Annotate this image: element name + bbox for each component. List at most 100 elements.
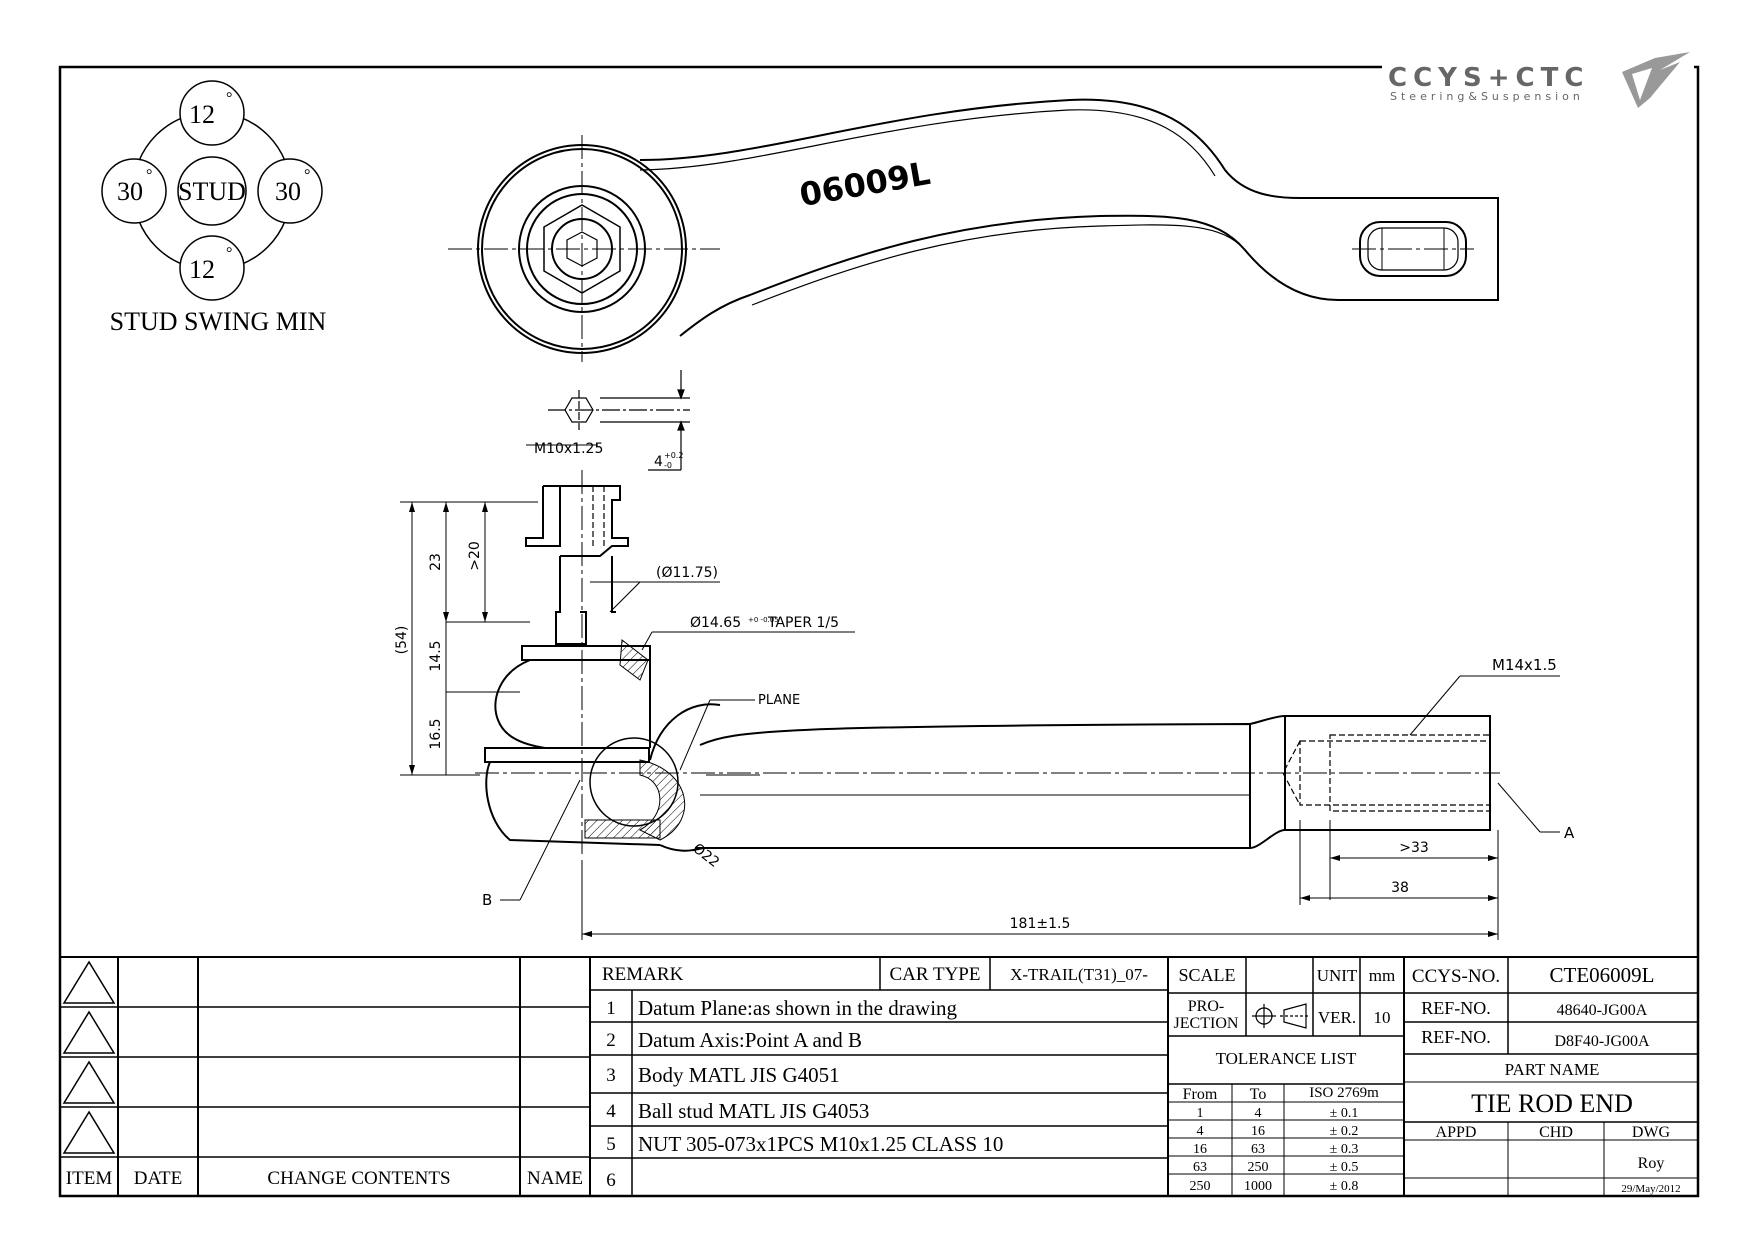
dim-taper-tol: +0 -0.05 [748, 616, 779, 624]
dim-overall-height: (54) [394, 626, 410, 655]
remark-text-1: Datum Plane:as shown in the drawing [638, 996, 958, 1020]
remark-no-3: 3 [606, 1065, 616, 1086]
remark-text-5: NUT 305-073x1PCS M10x1.25 CLASS 10 [638, 1132, 1003, 1156]
ver-value: 10 [1374, 1008, 1391, 1027]
dim-23: 23 [428, 553, 444, 571]
hex-tol-value: 4 [654, 454, 663, 470]
dim-taper-ratio: TAPER 1/5 [767, 615, 839, 631]
dim-taper: Ø14.65 [690, 615, 741, 631]
label-point-a: A [1564, 824, 1575, 842]
title-area-lines [60, 956, 1698, 1196]
tol-row-to: 63 [1251, 1142, 1265, 1157]
swing-left: 30 [117, 177, 143, 206]
dim-total-length: 181±1.5 [1010, 916, 1071, 932]
tol-row-from: 16 [1193, 1142, 1207, 1157]
tol-header-from: From [1183, 1086, 1218, 1103]
remark-text-4: Ball stud MATL JIS G4053 [638, 1099, 869, 1123]
tol-row-from: 1 [1197, 1106, 1204, 1121]
rev-header-item: ITEM [66, 1168, 113, 1189]
tol-row-to: 250 [1248, 1160, 1269, 1175]
degree-mark: ° [146, 167, 152, 184]
rev-header-change: CHANGE CONTENTS [267, 1168, 450, 1189]
remark-no-4: 4 [606, 1101, 616, 1122]
dim-dia-1175: (Ø11.75) [656, 565, 718, 581]
dim-dia-22: Ø22 [690, 841, 723, 871]
tol-row-from: 4 [1197, 1124, 1204, 1139]
top-view-centerlines [448, 135, 1474, 362]
dim-16-5: 16.5 [428, 718, 444, 749]
projection-symbol [1252, 1003, 1310, 1029]
remark-header: REMARK [602, 964, 684, 985]
dim-33: >33 [1399, 840, 1429, 856]
label-point-b: B [482, 891, 492, 909]
dim-thread-stud: M10x1.25 [534, 441, 603, 457]
tol-row-from: 250 [1190, 1179, 1211, 1194]
tol-row-value: ± 0.5 [1330, 1160, 1359, 1175]
tol-row-to: 1000 [1244, 1179, 1272, 1194]
dim-20: >20 [467, 541, 483, 571]
unit-label: UNIT [1317, 966, 1358, 985]
remark-no-6: 6 [606, 1170, 616, 1191]
hex-detail [548, 370, 690, 471]
part-name-label: PART NAME [1505, 1060, 1600, 1079]
dim-plane: PLANE [758, 693, 800, 708]
ref-no-1-value: 48640-JG00A [1557, 1002, 1648, 1019]
brand-logo: CCYS+CTC Steering&Suspension [1382, 52, 1694, 110]
tol-row-value: ± 0.2 [1330, 1124, 1359, 1139]
swing-top: 12 [189, 100, 215, 129]
ref-no-2-label: REF-NO. [1421, 1027, 1491, 1047]
part-name: TIE ROD END [1471, 1089, 1633, 1118]
projection-label-2: JECTION [1174, 1015, 1239, 1032]
tol-header-to: To [1250, 1086, 1267, 1103]
projection-label-1: PRO- [1188, 998, 1224, 1015]
dimension-arrows [409, 502, 1498, 937]
tol-row-value: ± 0.8 [1330, 1179, 1359, 1194]
appd-label: APPD [1436, 1124, 1477, 1141]
tolerance-title: TOLERANCE LIST [1216, 1049, 1357, 1068]
swing-caption: STUD SWING MIN [110, 307, 327, 336]
ccys-no-value: CTE06009L [1550, 963, 1655, 987]
remark-text-3: Body MATL JIS G4051 [638, 1063, 840, 1087]
tol-row-value: ± 0.1 [1330, 1106, 1359, 1121]
logo-tagline: Steering&Suspension [1390, 90, 1584, 103]
degree-mark: ° [304, 167, 310, 184]
dwg-name: Roy [1638, 1155, 1665, 1172]
logo-text: CCYS+CTC [1388, 63, 1589, 93]
unit-value: mm [1369, 966, 1395, 985]
dim-14-5: 14.5 [428, 640, 444, 671]
swing-center: STUD [178, 177, 246, 206]
tol-header-iso: ISO 2769m [1309, 1085, 1379, 1101]
tol-row-from: 63 [1193, 1160, 1207, 1175]
remark-text-2: Datum Axis:Point A and B [638, 1028, 862, 1052]
ref-no-1-label: REF-NO. [1421, 998, 1491, 1018]
tol-row-to: 4 [1255, 1106, 1262, 1121]
swing-bottom: 12 [189, 255, 215, 284]
hex-tol-upper: +0.2 [664, 451, 683, 460]
car-type-value: X-TRAIL(T31)_07- [1010, 965, 1148, 984]
swing-right: 30 [275, 177, 301, 206]
top-view [477, 98, 1499, 354]
sheet-border [58, 65, 1700, 1198]
internal-thread [592, 486, 1491, 812]
chd-label: CHD [1539, 1124, 1573, 1141]
ver-label: VER. [1318, 1008, 1356, 1027]
side-view [484, 485, 1491, 852]
stud-swing-diagram [101, 80, 323, 301]
degree-mark: ° [226, 90, 232, 107]
dimension-lines [400, 444, 1560, 940]
dwg-label: DWG [1632, 1124, 1671, 1141]
rev-header-name: NAME [527, 1168, 583, 1189]
tol-row-value: ± 0.3 [1330, 1142, 1359, 1157]
side-view-centerlines [475, 470, 1500, 858]
scale-label: SCALE [1178, 965, 1235, 985]
dim-thread-rod: M14x1.5 [1492, 656, 1557, 674]
drawing-date: 29/May/2012 [1621, 1183, 1680, 1195]
tol-row-to: 16 [1251, 1124, 1265, 1139]
ccys-no-label: CCYS-NO. [1412, 966, 1500, 987]
degree-mark: ° [226, 245, 232, 262]
part-marking: 06009L [797, 154, 933, 214]
remark-no-5: 5 [606, 1134, 616, 1155]
ref-no-2-value: D8F40-JG00A [1554, 1033, 1650, 1050]
revision-triangles [62, 960, 116, 1154]
car-type-label: CAR TYPE [890, 964, 981, 985]
